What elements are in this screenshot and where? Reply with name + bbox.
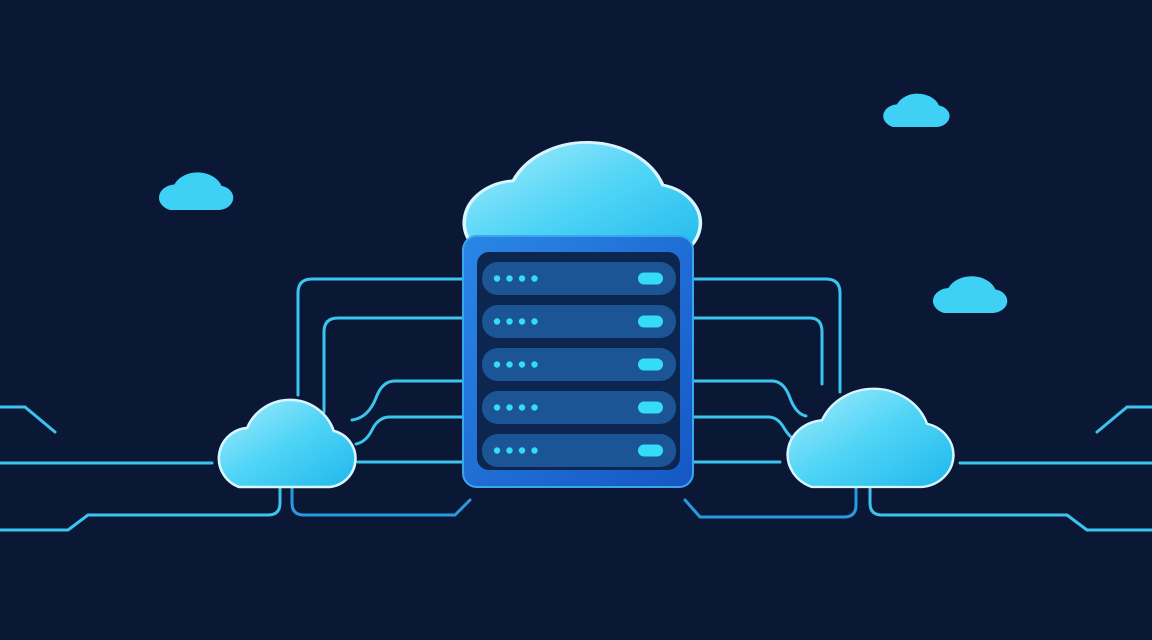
- server-slot: [482, 305, 676, 338]
- wire: [691, 277, 842, 394]
- status-led: [638, 272, 663, 285]
- slot-bay: [482, 305, 676, 338]
- server-slot: [482, 262, 676, 295]
- status-dot: [506, 318, 513, 325]
- server-slot: [482, 434, 676, 467]
- wires-right: [683, 277, 1152, 532]
- status-led: [638, 358, 663, 371]
- server-slot: [482, 348, 676, 381]
- slot-bay: [482, 348, 676, 381]
- status-dot: [506, 404, 513, 411]
- slot-bay: [482, 262, 676, 295]
- slot-bay: [482, 434, 676, 467]
- wire: [322, 316, 465, 414]
- status-led: [638, 401, 663, 414]
- wire: [350, 379, 465, 422]
- status-dot: [506, 447, 513, 454]
- server-slot: [482, 391, 676, 424]
- status-dot: [493, 404, 501, 411]
- status-dot: [518, 275, 526, 282]
- status-dot: [531, 361, 538, 368]
- slot-bay: [482, 391, 676, 424]
- wire: [683, 485, 858, 519]
- wire: [354, 415, 465, 446]
- status-dot: [493, 318, 501, 325]
- status-dot: [506, 275, 513, 282]
- wire: [296, 277, 465, 397]
- wire: [290, 485, 472, 517]
- status-dot: [518, 404, 526, 411]
- status-dot: [531, 447, 538, 454]
- wire: [0, 485, 282, 532]
- wire: [1095, 405, 1152, 434]
- wire: [0, 405, 57, 434]
- status-led: [638, 444, 663, 457]
- status-dot: [531, 318, 538, 325]
- status-dot: [493, 447, 501, 454]
- wire: [691, 316, 824, 386]
- status-led: [638, 315, 663, 328]
- server-rack: [462, 235, 694, 488]
- wire: [691, 379, 808, 418]
- status-dot: [531, 404, 538, 411]
- status-dot: [493, 275, 501, 282]
- status-dot: [518, 361, 526, 368]
- status-dot: [518, 318, 526, 325]
- wire: [868, 485, 1152, 532]
- wires-left: [0, 277, 472, 532]
- status-dot: [531, 275, 538, 282]
- status-dot: [506, 361, 513, 368]
- status-dot: [493, 361, 501, 368]
- status-dot: [518, 447, 526, 454]
